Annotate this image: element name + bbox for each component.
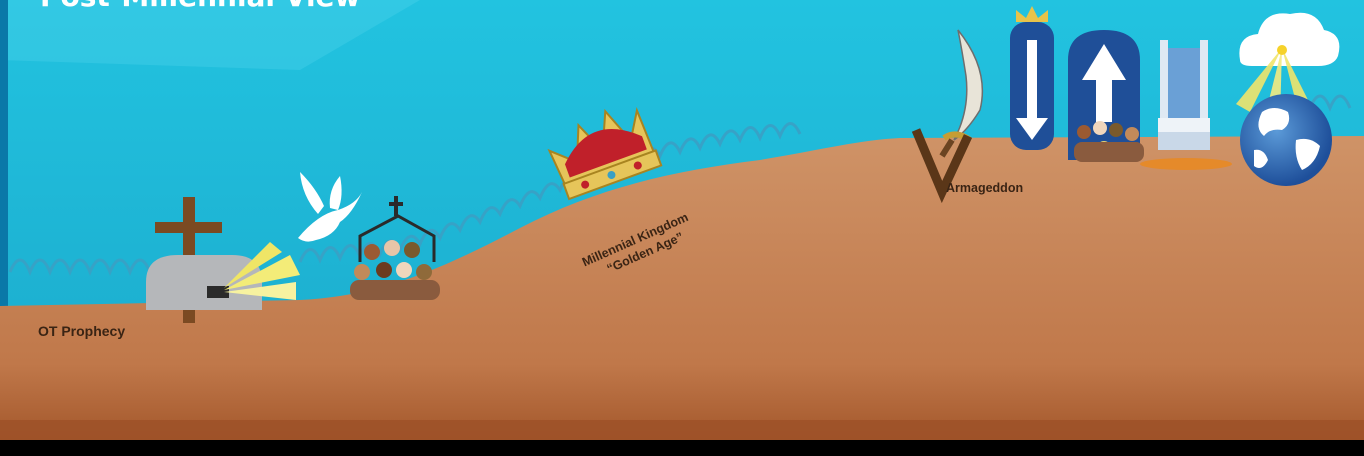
page-title: Post-Millennial View — [40, 0, 360, 13]
label-ot-prophecy: OT Prophecy — [38, 323, 125, 339]
descent-arrow-icon — [1010, 6, 1054, 150]
bottom-band — [0, 440, 1364, 456]
label-armageddon: Armageddon — [946, 181, 1023, 195]
rapture-arrow-icon — [1068, 30, 1144, 162]
lake-of-fire-icon — [1140, 158, 1232, 170]
globe-icon — [1240, 94, 1332, 186]
throne-icon — [1158, 40, 1210, 150]
